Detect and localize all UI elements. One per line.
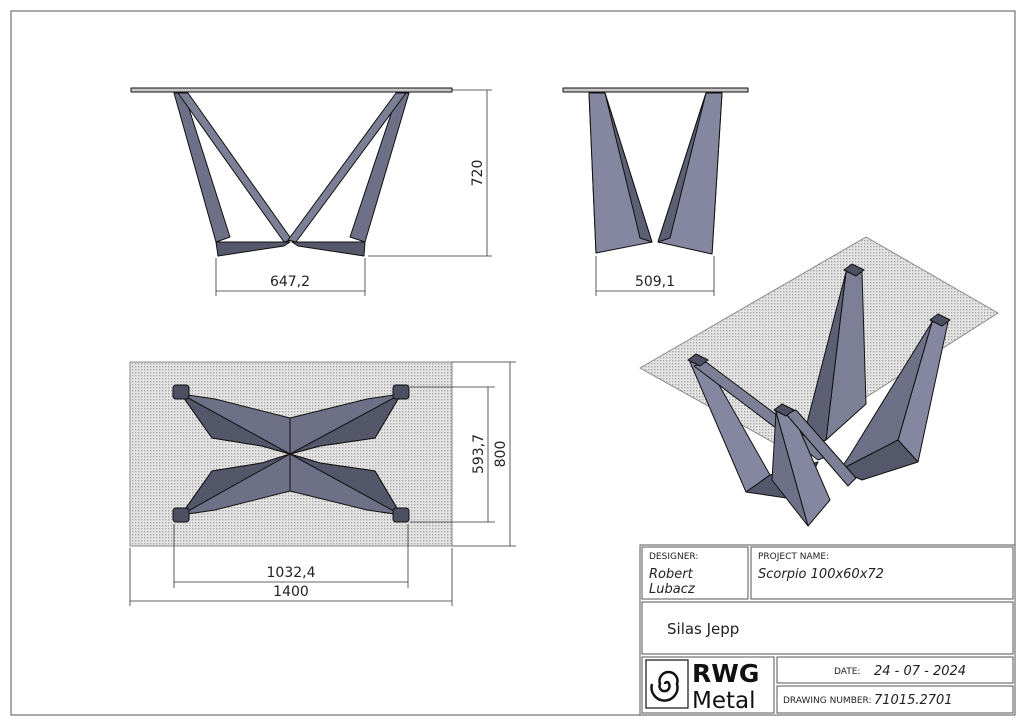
designer-label: DESIGNER: <box>649 552 698 562</box>
top-wing-upper-left-fold <box>180 393 291 455</box>
front-right-leg-diag <box>287 92 407 243</box>
top-leg-cap <box>392 507 410 523</box>
side-dimensions <box>595 256 715 296</box>
top-total-depth-dimension: 800 <box>493 441 509 468</box>
side-view <box>562 87 749 255</box>
side-glass-top <box>562 87 749 93</box>
logo-text-metal: Metal <box>692 688 756 714</box>
front-height-dimension: 720 <box>470 160 486 187</box>
top-leg-width-dimension: 1032,4 <box>267 565 316 581</box>
project-name: Scorpio 100x60x72 <box>758 567 884 582</box>
sheet-border <box>10 10 1016 716</box>
top-total-width-dimension: 1400 <box>273 584 309 600</box>
date-value: 24 - 07 - 2024 <box>874 664 966 679</box>
side-left-leg-fold <box>604 92 653 243</box>
logo-text-rwg: RWG <box>692 659 759 688</box>
iso-leg-cap <box>843 263 865 277</box>
side-right-leg-fold <box>657 92 707 243</box>
front-right-base <box>291 241 366 257</box>
client-name: Silas Jepp <box>667 620 739 638</box>
top-dimensions <box>129 361 516 606</box>
front-width-dimension: 647,2 <box>270 274 310 290</box>
top-wing-lower-right-fold <box>289 453 402 516</box>
side-width-dimension: 509,1 <box>635 274 675 290</box>
iso-leg-cap <box>773 403 795 417</box>
drawing-number-label: DRAWING NUMBER: <box>783 696 872 706</box>
designer-name-line1: Robert <box>649 567 694 582</box>
front-glass-top <box>130 87 453 93</box>
iso-leg-cap <box>687 353 709 367</box>
designer-name-line2: Lubacz <box>649 582 696 597</box>
date-label: DATE: <box>834 667 860 677</box>
spiral-logo-icon <box>645 659 689 709</box>
top-leg-depth-dimension: 593,7 <box>471 434 487 474</box>
project-name-label: PROJECT NAME: <box>758 552 829 562</box>
title-block <box>639 544 1016 716</box>
top-wing-upper-right-fold <box>289 393 402 455</box>
top-view <box>129 361 453 547</box>
top-leg-cap <box>392 384 410 400</box>
front-view <box>130 87 453 257</box>
iso-front-leg-fold <box>771 411 809 527</box>
iso-leg-cap <box>929 313 951 327</box>
front-dimensions <box>215 89 492 296</box>
drawing-number-value: 71015.2701 <box>874 693 953 708</box>
top-leg-cap <box>172 507 190 523</box>
isometric-view <box>639 236 999 527</box>
top-leg-cap <box>172 384 190 400</box>
top-wing-lower-left-fold <box>180 453 291 516</box>
front-left-base <box>215 241 291 257</box>
